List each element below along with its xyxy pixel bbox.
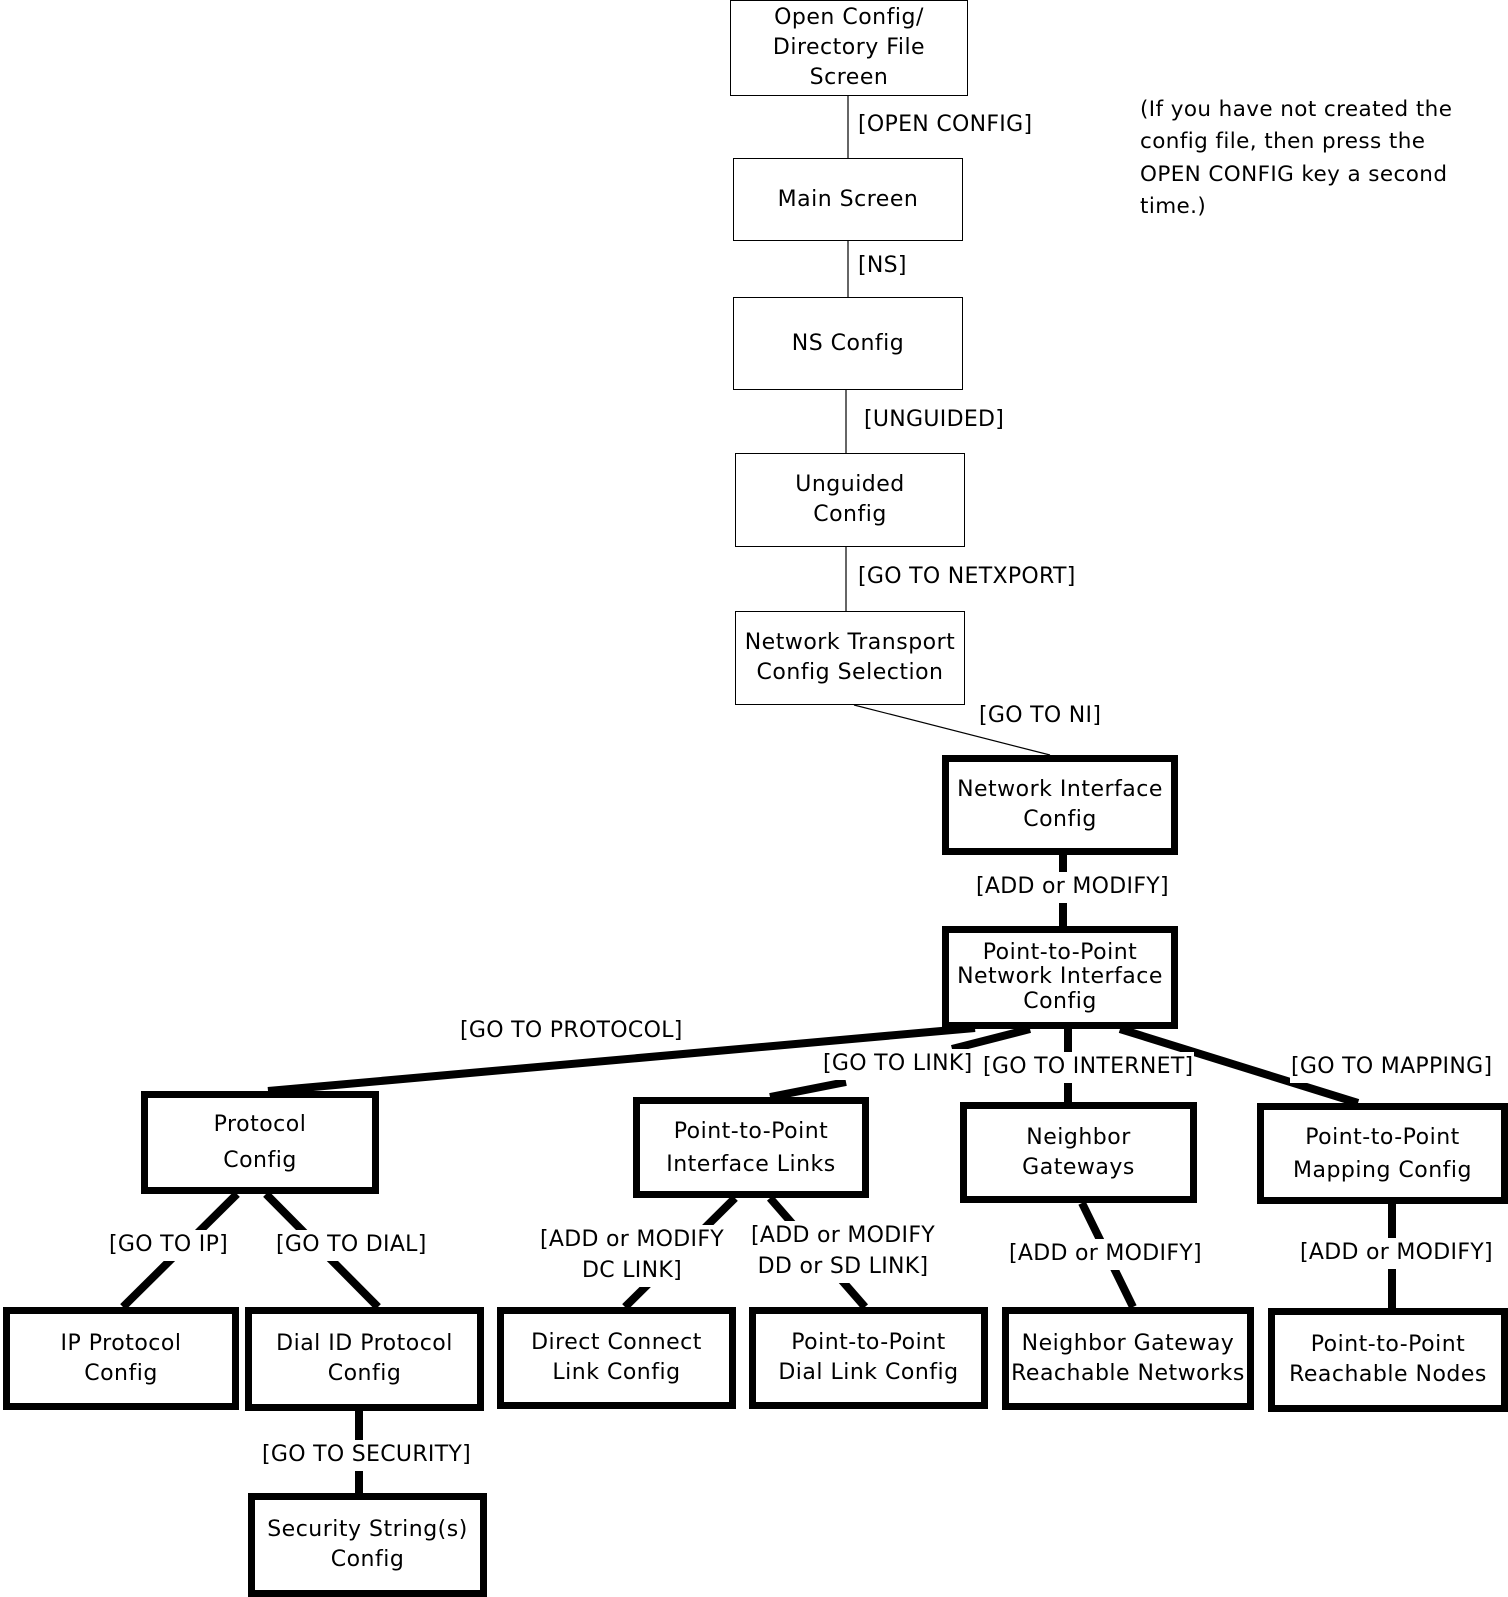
edge-label-go-to-mapping-line-1: [GO TO MAPPING]: [1291, 1054, 1493, 1079]
edge-label-open-config-line-1: [OPEN CONFIG]: [858, 112, 1033, 137]
edge-p2p-to-protocol: [267, 1024, 976, 1095]
edge-label-go-to-internet: [GO TO INTERNET]: [982, 1052, 1195, 1083]
neighbor-gateway-reachable-networks-box-line-1: Neighbor Gateway: [1021, 1330, 1235, 1356]
edge-label-unguided: [UNGUIDED]: [863, 405, 1006, 436]
neighbor-gateway-reachable-networks-box-line-2: Reachable Networks: [1011, 1360, 1245, 1386]
edge-label-add-modify-dd-sd-link-line-1: [ADD or MODIFY: [751, 1223, 936, 1248]
note-text: (If you have not created the config file,…: [1140, 94, 1490, 223]
network-interface-config-box-line-2: Config: [1023, 807, 1097, 832]
ip-protocol-config-box-line-1: IP Protocol: [60, 1330, 182, 1356]
note-text-line-1: (If you have not created the: [1140, 97, 1453, 122]
p2p-interface-links-box-line-2: Interface Links: [666, 1151, 836, 1177]
edge-label-go-to-ip: [GO TO IP]: [108, 1230, 230, 1261]
edge-label-go-to-link: [GO TO LINK]: [822, 1049, 974, 1080]
edge-p2p-to-links: [951, 1025, 1031, 1053]
edge-label-add-modify-dd-sd-link: [ADD or MODIFY DD or SD LINK]: [750, 1221, 937, 1283]
p2p-reachable-nodes-box-line-1: Point-to-Point: [1310, 1332, 1466, 1358]
edge-label-add-modify-dc-link: [ADD or MODIFY DC LINK]: [539, 1225, 726, 1287]
edge-label-go-to-dial-line-1: [GO TO DIAL]: [276, 1232, 427, 1257]
p2p-network-interface-config-box-line-2: Network Interface: [957, 964, 1163, 990]
open-config-directory-box: Open Config/Directory File Screen: [730, 0, 968, 96]
edge-label-add-or-modify-ni: [ADD or MODIFY]: [975, 872, 1170, 903]
edge-label-ns: [NS]: [857, 251, 908, 282]
edge-label-go-to-security: [GO TO SECURITY]: [261, 1440, 473, 1471]
p2p-network-interface-config-box-line-1: Point-to-Point: [982, 940, 1138, 966]
edge-label-go-to-mapping: [GO TO MAPPING]: [1290, 1052, 1494, 1083]
security-strings-config-box-line-1: Security String(s): [267, 1517, 468, 1543]
edge-label-go-to-protocol: [GO TO PROTOCOL]: [459, 1016, 684, 1047]
network-transport-config-box-line-2: Config Selection: [756, 660, 944, 685]
unguided-config-box-line-1: Unguided: [795, 472, 905, 498]
edge-label-go-to-netxport-line-1: [GO TO NETXPORT]: [858, 564, 1076, 589]
protocol-config-box-line-1: Protocol: [213, 1112, 307, 1138]
unguided-config-box-line-2: Config: [813, 502, 887, 527]
edge-p2p-to-mapping: [1118, 1025, 1360, 1107]
dial-id-protocol-config-box-line-2: Config: [327, 1361, 402, 1386]
neighbor-gateways-box-line-2: Gateways: [1022, 1154, 1135, 1180]
ns-config-box-line-1: NS Config: [791, 330, 905, 356]
edge-label-unguided-line-1: [UNGUIDED]: [864, 407, 1005, 432]
edge-label-add-or-modify-ni-line-1: [ADD or MODIFY]: [976, 874, 1169, 899]
note-text-line-4: time.): [1140, 193, 1207, 219]
edge-label-ns-line-1: [NS]: [858, 253, 907, 278]
edge-label-add-modify-dc-link-line-1: [ADD or MODIFY: [540, 1227, 725, 1252]
edge-label-go-to-security-line-1: [GO TO SECURITY]: [262, 1442, 472, 1467]
edge-label-open-config: [OPEN CONFIG]: [857, 110, 1034, 141]
edge-label-add-modify-gateway-line-1: [ADD or MODIFY]: [1009, 1241, 1202, 1266]
ns-config-box: NS Config: [733, 297, 963, 390]
security-strings-config-box: Security String(s) Config: [248, 1493, 487, 1597]
main-screen-box-line-1: Main Screen: [777, 186, 919, 212]
dial-id-protocol-config-box-line-1: Dial ID Protocol: [276, 1331, 453, 1357]
edge-label-add-modify-dc-link-line-2: DC LINK]: [582, 1257, 682, 1283]
main-screen-box: Main Screen: [733, 158, 963, 241]
neighbor-gateways-box-line-1: Neighbor: [1026, 1124, 1131, 1150]
p2p-network-interface-config-box-line-3: Config: [1023, 988, 1097, 1014]
edge-label-add-modify-mapping-line-1: [ADD or MODIFY]: [1300, 1240, 1493, 1265]
security-strings-config-box-line-2: Config: [330, 1547, 405, 1572]
direct-connect-link-config-box-line-2: Link Config: [552, 1360, 681, 1385]
network-transport-config-box-line-1: Network Transport: [744, 630, 956, 656]
p2p-reachable-nodes-box-line-2: Reachable Nodes: [1289, 1362, 1487, 1387]
edge-label-go-to-link-line-1: [GO TO LINK]: [823, 1051, 973, 1076]
edge-transport-to-ni: [853, 704, 1051, 756]
p2p-dial-link-config-box-line-1: Point-to-Point: [791, 1330, 946, 1356]
protocol-config-box-line-2: Config: [223, 1147, 297, 1173]
open-config-directory-box-line-2: Directory File Screen: [772, 35, 926, 90]
ip-protocol-config-box-line-2: Config: [84, 1360, 158, 1386]
edge-label-go-to-netxport: [GO TO NETXPORT]: [857, 562, 1077, 593]
edge-label-go-to-internet-line-1: [GO TO INTERNET]: [983, 1054, 1194, 1079]
edge-label-add-modify-gateway: [ADD or MODIFY]: [1008, 1239, 1203, 1270]
p2p-mapping-config-box-line-2: Mapping Config: [1293, 1157, 1472, 1183]
network-interface-config-box-line-1: Network Interface: [957, 777, 1163, 803]
edge-label-go-to-ip-line-1: [GO TO IP]: [109, 1232, 229, 1257]
direct-connect-link-config-box-line-1: Direct Connect: [531, 1330, 702, 1356]
edge-label-go-to-dial: [GO TO DIAL]: [275, 1230, 428, 1261]
note-text-line-3: OPEN CONFIG key a second: [1140, 161, 1448, 187]
note-text-line-2: config file, then press the: [1140, 129, 1426, 155]
edge-label-add-modify-dd-sd-link-line-2: DD or SD LINK]: [757, 1253, 929, 1279]
p2p-dial-link-config-box-line-2: Dial Link Config: [778, 1360, 959, 1385]
p2p-mapping-config-box-line-1: Point-to-Point: [1305, 1124, 1460, 1150]
edge-label-go-to-ni: [GO TO NI]: [978, 701, 1103, 732]
edge-links-stub: [769, 1078, 847, 1101]
p2p-interface-links-box-line-1: Point-to-Point: [673, 1118, 829, 1144]
edge-label-go-to-ni-line-1: [GO TO NI]: [979, 703, 1102, 728]
edge-label-add-modify-mapping: [ADD or MODIFY]: [1299, 1238, 1494, 1269]
open-config-directory-box-line-1: Open Config/: [774, 5, 924, 31]
edge-label-go-to-protocol-line-1: [GO TO PROTOCOL]: [460, 1018, 683, 1043]
